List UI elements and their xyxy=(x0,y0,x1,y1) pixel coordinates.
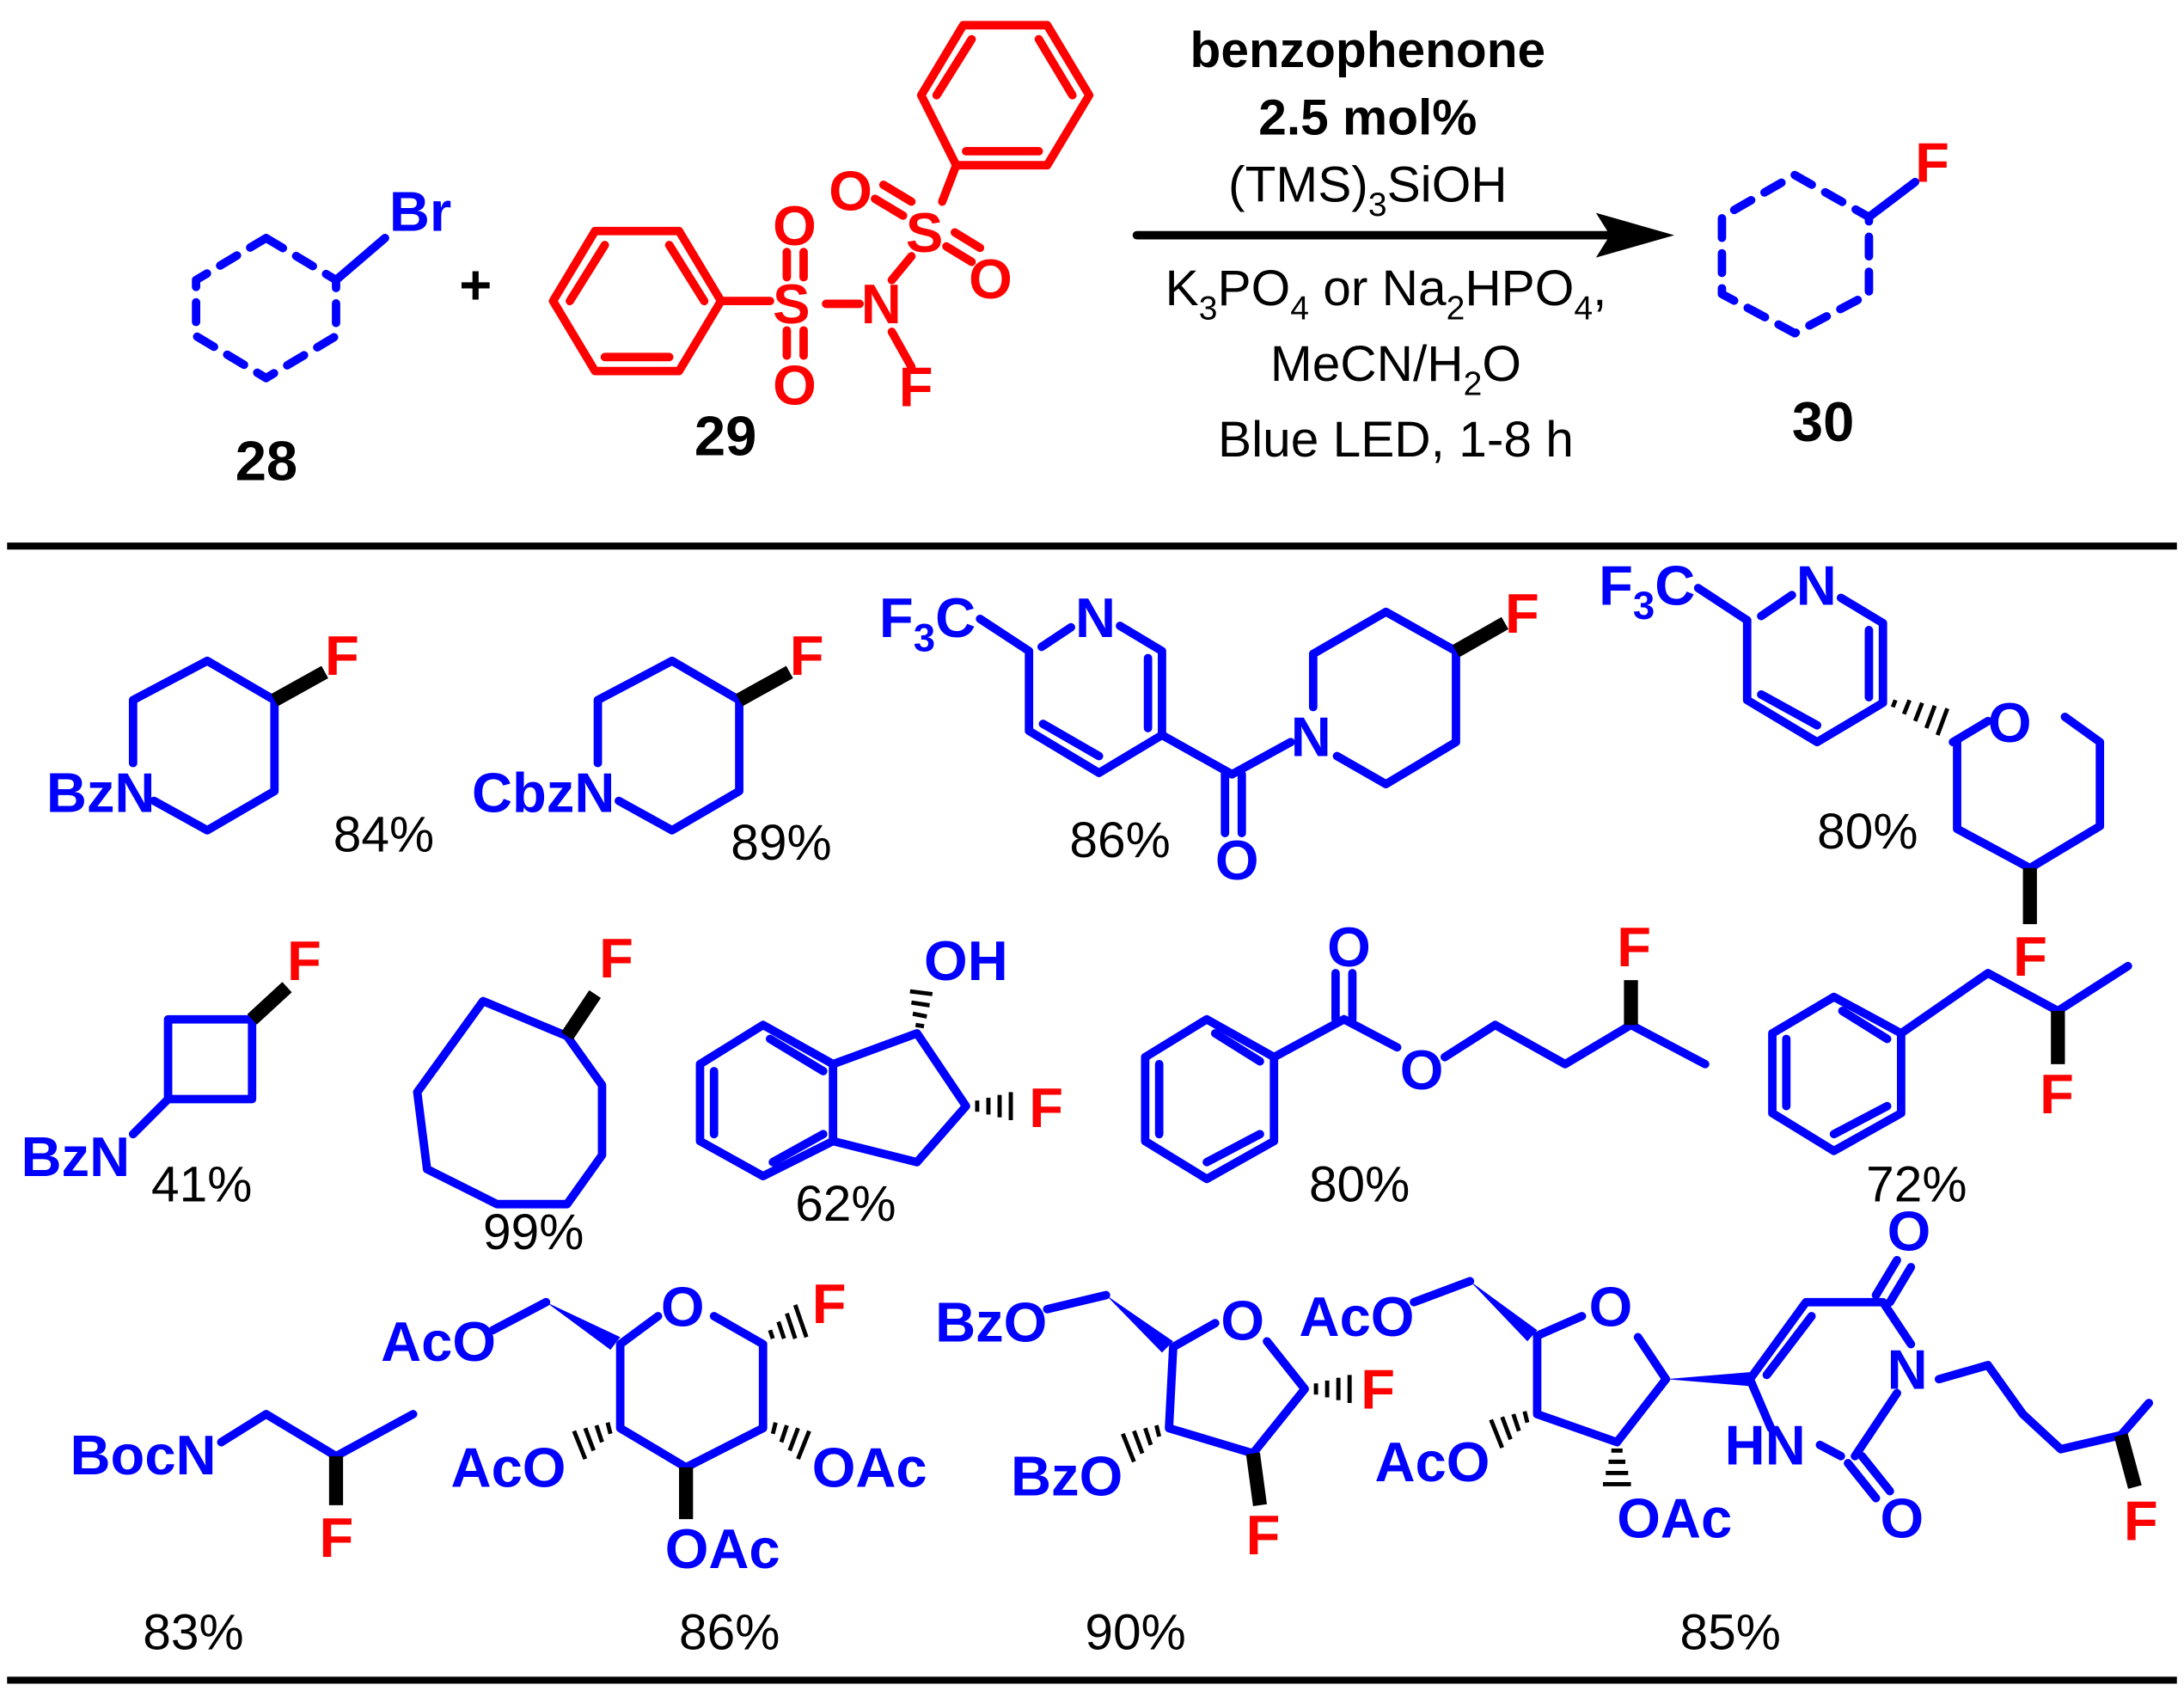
reagent-29-nfsi: S O O N F S O O 29 xyxy=(548,21,1094,467)
fluorine-label: F xyxy=(812,1272,847,1335)
product-boc-fluoropropylamine: BocN F 83% xyxy=(70,1410,418,1661)
reactant-28: Br 28 xyxy=(192,181,451,493)
yield-label: 41% xyxy=(151,1156,252,1212)
yield-label: 80% xyxy=(1309,1156,1410,1212)
compound-number-28: 28 xyxy=(236,430,297,493)
nitrogen-label: N xyxy=(1075,586,1116,649)
oac-label-2: OAc xyxy=(812,1437,927,1499)
light-source-label: Blue LED, 1-8 h xyxy=(1218,412,1574,468)
nh-label: HN xyxy=(1725,1414,1806,1477)
oxygen-label-4: O xyxy=(969,248,1012,310)
nitrogen-label: N xyxy=(1796,554,1837,617)
oxygen-label-3: O xyxy=(829,159,872,222)
yield-label: 80% xyxy=(1817,804,1918,860)
compound-number-29: 29 xyxy=(694,404,756,467)
cbzn-label: CbzN xyxy=(472,762,615,824)
ring-oxygen-label: O xyxy=(1589,1275,1633,1338)
yield-label: 85% xyxy=(1680,1605,1781,1661)
aco-label: AcO xyxy=(1300,1285,1415,1348)
fluorine-label-product: F xyxy=(1915,132,1949,194)
c2-oxygen-label: O xyxy=(1880,1486,1924,1549)
nitrogen-label-2: N xyxy=(1291,706,1331,769)
carbonyl-oxygen-label: O xyxy=(1327,916,1371,978)
yield-label: 99% xyxy=(483,1204,584,1260)
oac-label: OAc xyxy=(1617,1486,1732,1549)
fluorine-label-anomeric: F xyxy=(1361,1357,1395,1420)
oxygen-label: O xyxy=(1215,829,1259,891)
sulfur-label-2: S xyxy=(906,201,943,264)
solvent-label: MeCN/H2O xyxy=(1270,336,1521,402)
product-fluoroindanol: OH F 62% xyxy=(695,929,1063,1232)
yield-label: 89% xyxy=(731,815,831,871)
cf3-label: F3C xyxy=(1599,554,1695,628)
fluorine-label: F xyxy=(2013,925,2047,988)
aco-label-2: AcO xyxy=(1375,1431,1490,1493)
additive-label: (TMS)3SiOH xyxy=(1228,157,1508,224)
fluorine-label: F xyxy=(319,1506,353,1569)
ring-oxygen-label: O xyxy=(1220,1290,1264,1352)
fluorine-label: F xyxy=(2124,1490,2158,1553)
fluorine-label-reagent: F xyxy=(899,355,933,418)
plus-sign: + xyxy=(459,253,492,316)
yield-label: 86% xyxy=(1069,812,1170,868)
base-label: K3PO4 or Na2HPO4, xyxy=(1165,260,1607,327)
yield-label: 86% xyxy=(679,1605,780,1661)
product-fluorobutyl-benzoate: O O F 80% xyxy=(1141,916,1710,1212)
reaction-conditions: benzophenone 2.5 mol% (TMS)3SiOH K3PO4 o… xyxy=(1132,22,1675,468)
fluorine-label: F xyxy=(790,624,824,687)
oxygen-label: O xyxy=(1988,691,2032,754)
bzo-label-2: BzO xyxy=(1011,1444,1123,1507)
fluorine-label: F xyxy=(1029,1076,1063,1139)
ring-oxygen-label: O xyxy=(661,1275,705,1338)
product-30: F 30 xyxy=(1717,132,1949,453)
reaction-arrowhead xyxy=(1595,212,1675,258)
product-bz-piperidine: F BzN 84% xyxy=(46,624,434,862)
product-cbz-piperidine: F CbzN 89% xyxy=(472,624,832,871)
catalyst-loading-label: 2.5 mol% xyxy=(1258,89,1477,145)
product-pyridyl-piperidine-amide: F3C N O N F 86% xyxy=(879,582,1539,891)
bocn-label: BocN xyxy=(70,1424,217,1486)
product-pyridyl-tetrahydropyran: F3C N O F 80% xyxy=(1599,554,2105,988)
fluorine-label: F xyxy=(599,927,633,989)
hydroxyl-label: OH xyxy=(924,929,1008,992)
bzo-label: BzO xyxy=(935,1290,1047,1353)
yield-label: 90% xyxy=(1085,1605,1185,1661)
oxygen-label-2: O xyxy=(773,354,817,417)
n3-nitrogen-label: N xyxy=(1887,1339,1928,1401)
bromine-label: Br xyxy=(389,181,451,243)
bzn-label: BzN xyxy=(46,762,156,824)
product-nucleoside-analog: AcO O AcO OAc O N HN O F 85% xyxy=(1300,1199,2158,1660)
product-bz-cyclobutane: F BzN 41% xyxy=(21,929,321,1212)
oxygen-label-1: O xyxy=(773,194,817,257)
yield-label: 62% xyxy=(795,1176,896,1232)
product-difluoro-ribofuranose: BzO O F BzO F 90% xyxy=(935,1290,1395,1661)
yield-label: 83% xyxy=(143,1605,243,1661)
ester-oxygen-label: O xyxy=(1400,1038,1444,1101)
bzn-label: BzN xyxy=(21,1125,131,1188)
product-fluorocycloheptane: F 99% xyxy=(413,927,633,1260)
fluorine-label: F xyxy=(2040,1063,2074,1125)
product-glucopyranosyl-fluoride: AcO O F AcO OAc OAc 86% xyxy=(381,1272,927,1660)
fluorine-label: F xyxy=(1505,582,1539,645)
product-fluoropropylbenzene: F 72% xyxy=(1768,961,2132,1212)
fluorine-label: F xyxy=(325,624,359,687)
fluorine-label-2: F xyxy=(1246,1504,1281,1566)
cf3-label: F3C xyxy=(879,586,976,659)
yield-label: 72% xyxy=(1866,1156,1967,1212)
oac-label-4: OAc xyxy=(665,1517,780,1580)
aco-label-3: AcO xyxy=(451,1437,566,1499)
yield-label: 84% xyxy=(333,806,434,862)
fluorine-label: F xyxy=(287,929,321,992)
catalyst-label: benzophenone xyxy=(1190,22,1546,78)
aco-label: AcO xyxy=(381,1310,496,1373)
c4-oxygen-label: O xyxy=(1887,1199,1931,1262)
sulfur-label-1: S xyxy=(773,273,810,335)
nitrogen-label: N xyxy=(861,273,902,335)
fluorine-label: F xyxy=(1617,916,1651,978)
compound-number-30: 30 xyxy=(1792,390,1854,453)
